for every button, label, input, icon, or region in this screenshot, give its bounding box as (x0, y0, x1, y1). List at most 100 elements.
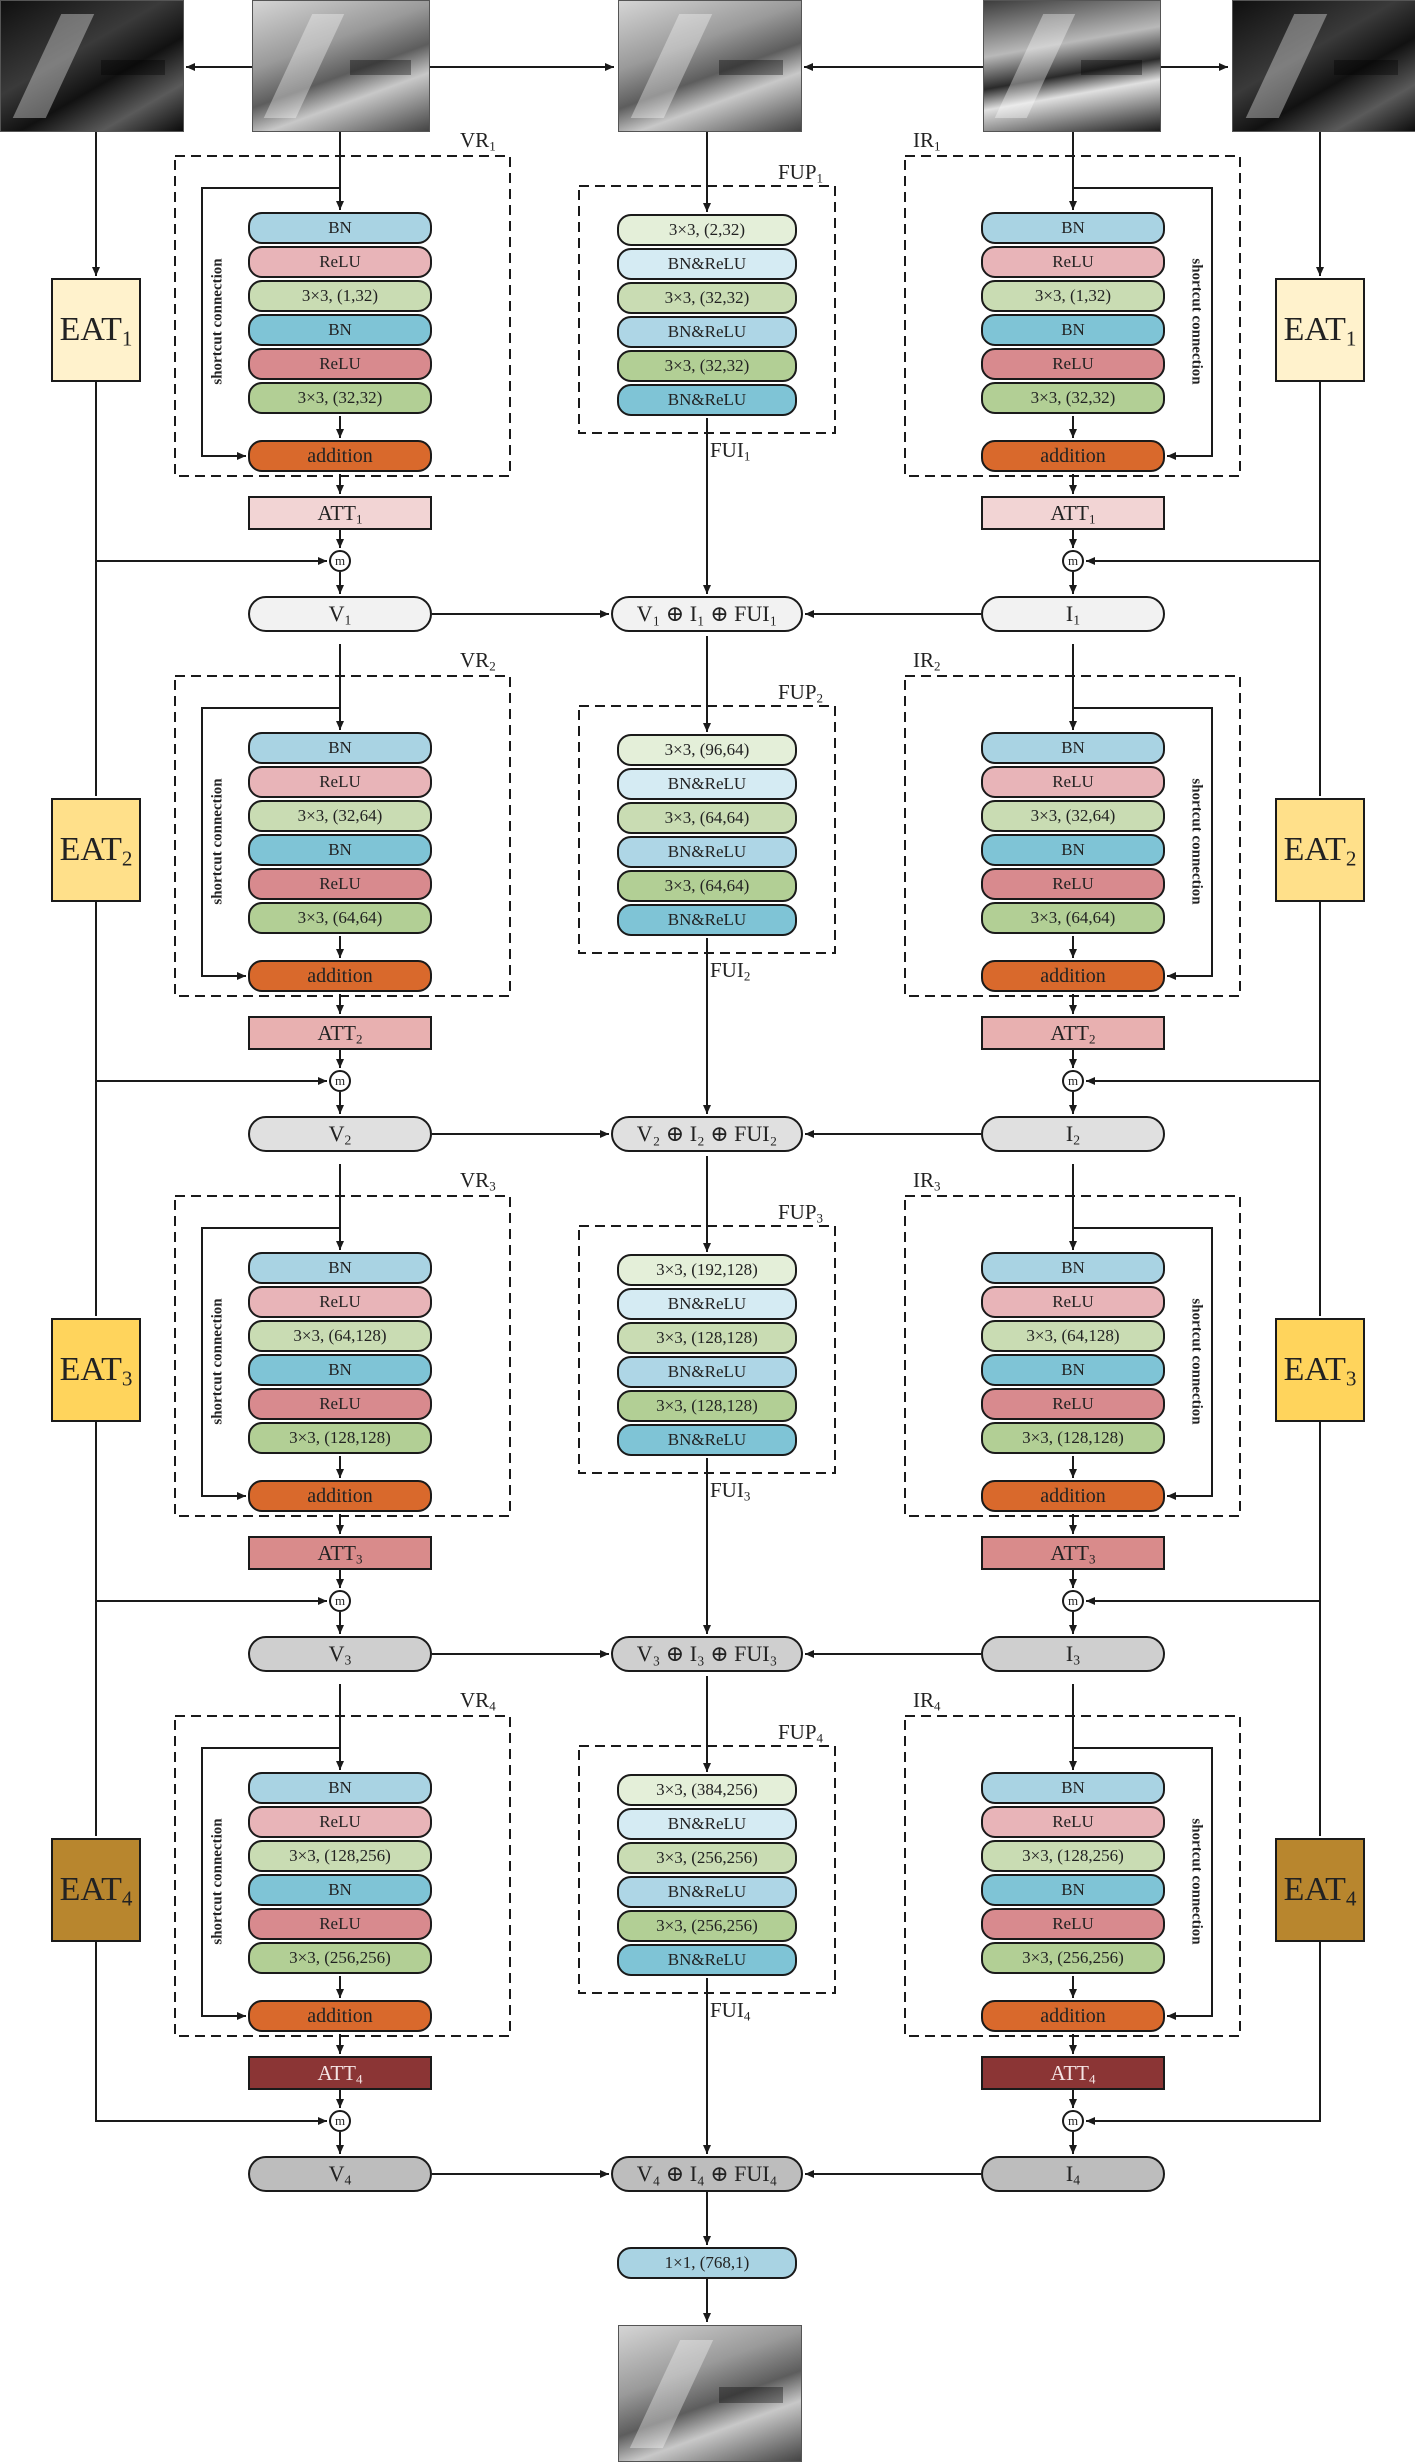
infrared-edge-image-right (1232, 0, 1415, 132)
fup-layer-5: 3×3, (256,256) (617, 1910, 797, 1942)
ir-att-block: ATT3 (981, 1536, 1165, 1570)
vr-layer-3: 3×3, (32,64) (248, 800, 432, 832)
label-main: V (328, 2161, 345, 2186)
label-main: ATT (317, 2061, 356, 2085)
ir-layer-2: ReLU (981, 1806, 1165, 1838)
image-detail (719, 2386, 783, 2403)
ir-shortcut-label: shortcut connection (1188, 258, 1205, 385)
vr-block-frame (174, 675, 511, 997)
ir-addition: addition (981, 2000, 1165, 2032)
image-detail (263, 14, 345, 118)
infrared-input-image (983, 0, 1161, 132)
label-main: ATT (1050, 1021, 1089, 1045)
fup-layer-2: BN&ReLU (617, 768, 797, 800)
ir-layer-4: BN (981, 1354, 1165, 1386)
ir-layer-6: 3×3, (32,32) (981, 382, 1165, 414)
label-main: FUI (710, 1998, 744, 2022)
fui-label: FUI2 (710, 958, 750, 984)
vr-block-title: VR1 (460, 128, 496, 154)
fusion-sum-node: V₄ ⊕ I₄ ⊕ FUI₄ (611, 2156, 803, 2192)
label-subscript: 2 (121, 846, 133, 871)
ir-layer-1: BN (981, 1252, 1165, 1284)
label-subscript: 2 (355, 1031, 363, 1047)
image-detail (101, 59, 165, 76)
image-detail (719, 59, 783, 76)
ir-layer-2: ReLU (981, 1286, 1165, 1318)
label-subscript: 2 (816, 690, 824, 706)
label-subscript: 4 (1073, 2172, 1081, 2188)
vr-layer-2: ReLU (248, 1806, 432, 1838)
vr-layer-6: 3×3, (64,64) (248, 902, 432, 934)
vr-merge-node: m (329, 1590, 351, 1612)
fup-layer-1: 3×3, (192,128) (617, 1254, 797, 1286)
label-subscript: 1 (121, 326, 133, 351)
image-detail (1333, 59, 1398, 76)
ir-att-block: ATT4 (981, 2056, 1165, 2090)
label-main: ATT (1050, 1541, 1089, 1565)
label-main: EAT (59, 1351, 122, 1388)
vr-block-title: VR3 (460, 1168, 496, 1194)
ir-shortcut-label: shortcut connection (1188, 1298, 1205, 1425)
label-subscript: 4 (1088, 2071, 1096, 2087)
label-main: ATT (1050, 2061, 1089, 2085)
vr-layer-6: 3×3, (32,32) (248, 382, 432, 414)
visible-feature-node: V4 (248, 2156, 432, 2192)
fup-block-title: FUP2 (778, 680, 823, 706)
vr-layer-1: BN (248, 732, 432, 764)
vr-layer-3: 3×3, (64,128) (248, 1320, 432, 1352)
label-main: FUI (710, 958, 744, 982)
label-main: IR (913, 1168, 934, 1192)
arrow (1073, 1227, 1213, 1500)
ir-layer-4: BN (981, 1874, 1165, 1906)
vr-merge-node: m (329, 2110, 351, 2132)
vr-att-block: ATT2 (248, 1016, 432, 1050)
label-main: V (328, 1641, 345, 1666)
visible-input-image (252, 0, 430, 132)
fup-layer-2: BN&ReLU (617, 1808, 797, 1840)
label-main: EAT (59, 831, 122, 868)
label-main: IR (913, 1688, 934, 1712)
image-detail (994, 14, 1076, 118)
label-subscript: 4 (344, 2172, 352, 2188)
ir-layer-5: ReLU (981, 1388, 1165, 1420)
vr-layer-6: 3×3, (256,256) (248, 1942, 432, 1974)
ir-block-title: IR2 (913, 648, 941, 674)
vr-shortcut-label: shortcut connection (209, 778, 226, 905)
ir-merge-node: m (1062, 1590, 1084, 1612)
arrow (201, 707, 340, 980)
label-main: EAT (59, 311, 122, 348)
label-main: VR (460, 1168, 490, 1192)
fup-layer-1: 3×3, (2,32) (617, 214, 797, 246)
fusion-sum-node: V₂ ⊕ I₂ ⊕ FUI₂ (611, 1116, 803, 1152)
vr-addition: addition (248, 440, 432, 472)
label-subscript: 2 (489, 658, 496, 674)
vr-block-frame (174, 155, 511, 477)
ir-addition: addition (981, 960, 1165, 992)
vr-layer-3: 3×3, (128,256) (248, 1840, 432, 1872)
ir-layer-6: 3×3, (64,64) (981, 902, 1165, 934)
fup-block-title: FUP3 (778, 1200, 823, 1226)
vr-att-block: ATT3 (248, 1536, 432, 1570)
ir-layer-1: BN (981, 212, 1165, 244)
label-subscript: 1 (1088, 511, 1096, 527)
label-subscript: 1 (355, 511, 363, 527)
vr-block-frame (174, 1195, 511, 1517)
arrow (201, 1227, 340, 1500)
fused-input-image (618, 0, 802, 132)
ir-shortcut-label: shortcut connection (1188, 1818, 1205, 1945)
label-main: VR (460, 128, 490, 152)
vr-shortcut-label: shortcut connection (209, 1298, 226, 1425)
ir-block-title: IR4 (913, 1688, 941, 1714)
label-subscript: 2 (934, 658, 941, 674)
ir-att-block: ATT1 (981, 496, 1165, 530)
fup-layer-6: BN&ReLU (617, 1944, 797, 1976)
ir-layer-2: ReLU (981, 246, 1165, 278)
label-main: I (1065, 2161, 1074, 2186)
visible-feature-node: V3 (248, 1636, 432, 1672)
fup-layer-4: BN&ReLU (617, 316, 797, 348)
image-detail (1080, 59, 1143, 76)
label-main: I (1065, 601, 1074, 626)
vr-layer-4: BN (248, 314, 432, 346)
ir-block-title: IR1 (913, 128, 941, 154)
label-subscript: 4 (816, 1730, 824, 1746)
